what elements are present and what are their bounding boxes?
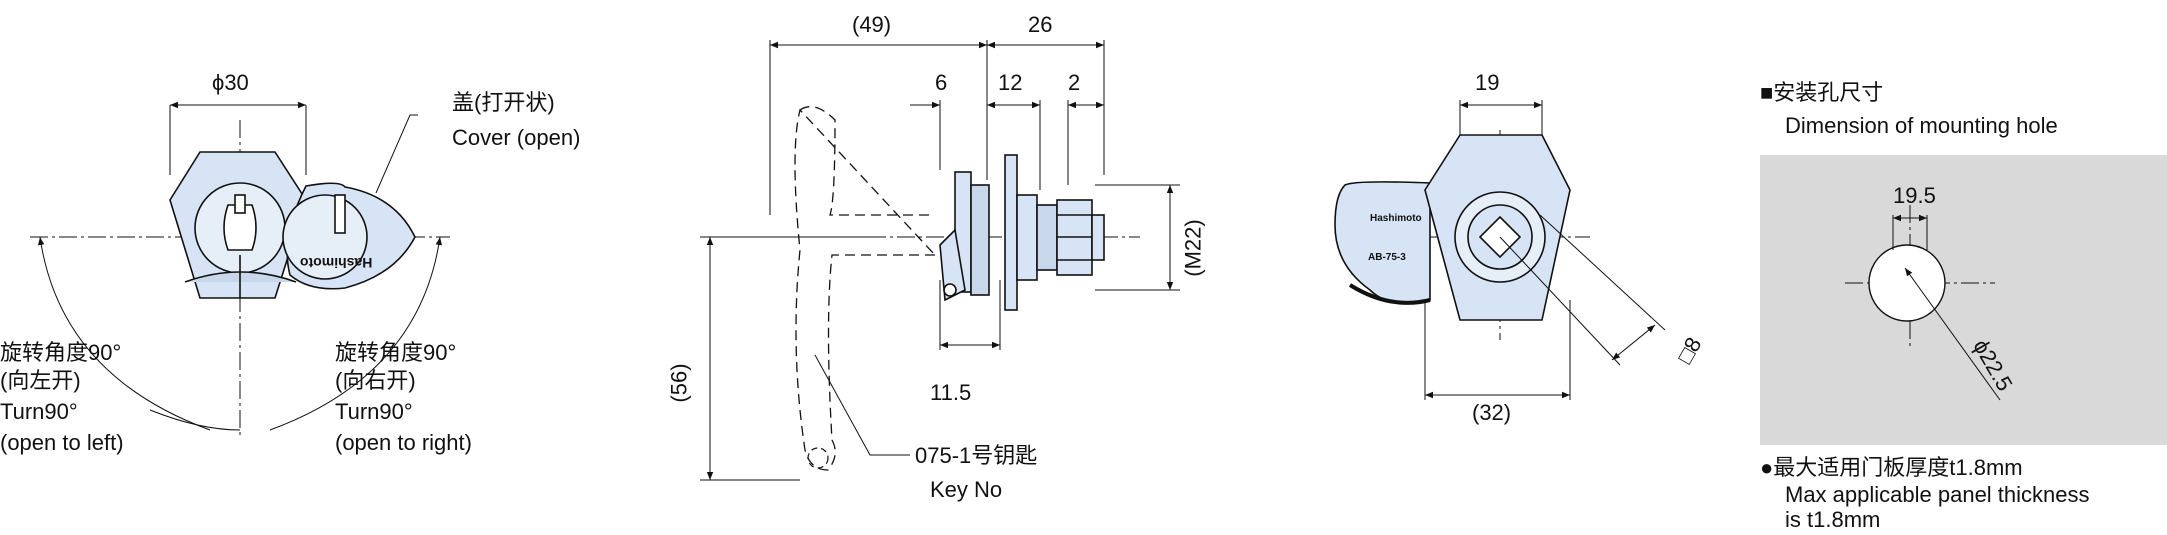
dim-12: 12 — [998, 70, 1023, 95]
key-label-cn: 075-1号钥匙 — [915, 443, 1038, 468]
panel-note-en-line-2: is t1.8mm — [1785, 507, 1881, 532]
dim-26: 26 — [1028, 12, 1053, 37]
back-brand-mark: Hashimoto — [1370, 213, 1422, 224]
dim-diameter-30: ϕ30 — [212, 70, 249, 95]
back-model-mark: AB-75-3 — [1368, 252, 1406, 263]
cover-label-cn: 盖(打开状) — [452, 90, 555, 115]
key-label-en: Key No — [930, 477, 1003, 502]
mounting-hole — [1760, 155, 2167, 445]
mounting-title-cn: ■安装孔尺寸 — [1760, 80, 1884, 105]
side-view — [700, 40, 1180, 481]
cover-label-en: Cover (open) — [452, 125, 581, 150]
back-cover — [1334, 181, 1431, 305]
front-brand-mark: Hashimoto — [300, 255, 373, 271]
dim-49: (49) — [852, 12, 892, 37]
dim-m22: (M22) — [1180, 219, 1206, 277]
back-view — [1334, 100, 1666, 400]
left-turn-line-3: Turn90° — [0, 399, 78, 424]
dim-11-5: 11.5 — [930, 380, 972, 405]
front-view — [30, 101, 450, 435]
dim-6: 6 — [935, 70, 948, 95]
left-turn-line-1: 旋转角度90° — [0, 340, 122, 365]
right-turn-line-2: (向右开) — [335, 368, 416, 393]
left-turn-line-2: (向左开) — [0, 368, 81, 393]
panel-note-cn: ●最大适用门板厚度t1.8mm — [1760, 455, 2023, 480]
panel-plate — [1760, 155, 2167, 445]
dim-19: 19 — [1475, 70, 1500, 95]
key-outline — [794, 106, 937, 471]
mounting-title-en: Dimension of mounting hole — [1785, 113, 2058, 138]
right-turn-line-1: 旋转角度90° — [335, 340, 457, 365]
right-turn-line-4: (open to right) — [335, 430, 472, 455]
right-turn-line-3: Turn90° — [335, 399, 413, 424]
dim-2: 2 — [1068, 70, 1081, 95]
dim-32: (32) — [1472, 400, 1512, 425]
dim-19-5: 19.5 — [1893, 183, 1936, 208]
dim-56: (56) — [666, 363, 692, 403]
panel-note-en-line-1: Max applicable panel thickness — [1785, 482, 2090, 507]
left-turn-line-4: (open to left) — [0, 430, 124, 455]
